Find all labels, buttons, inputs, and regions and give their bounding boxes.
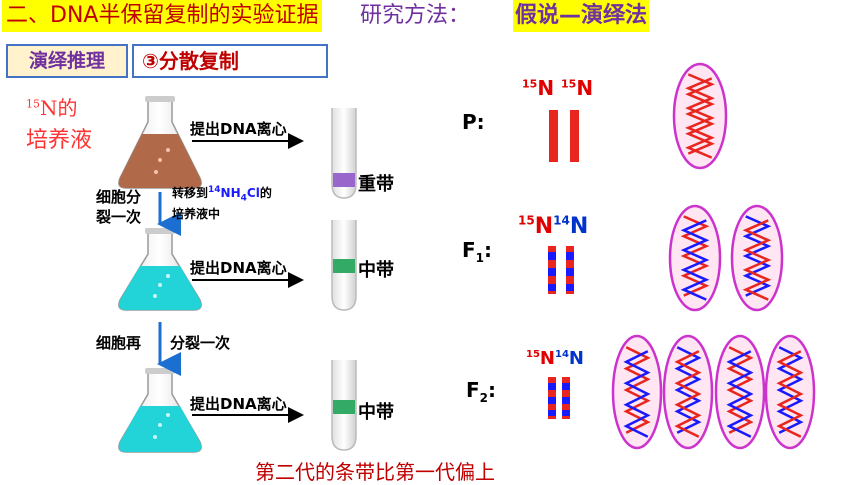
dna-strand (742, 219, 772, 301)
band-heavy-label: 重带 (358, 174, 394, 195)
method-value: 假说—演绎法 (513, 0, 650, 32)
cell-f2-c (714, 334, 766, 450)
test-tube-2 (331, 220, 357, 311)
dna-strand (674, 350, 702, 438)
dna-bars-f2 (548, 377, 570, 419)
flask-14n-b (118, 368, 202, 453)
dna-strand (776, 350, 804, 438)
centrifuge-label-1: 提出DNA离心 (190, 120, 287, 138)
reasoning-tag: 演绎推理 (6, 44, 128, 78)
dna-strand (623, 350, 651, 438)
gen-p-label: P: (462, 110, 485, 134)
dna-bars-f1 (548, 246, 574, 294)
dna-strand (680, 219, 710, 301)
page-title: 二、DNA半保留复制的实验证据 (2, 0, 323, 32)
flask-14n-a (118, 228, 202, 311)
hypothesis-tag: ③分散复制 (132, 44, 328, 78)
method-label: 研究方法： (360, 3, 471, 28)
centrifuge-label-3: 提出DNA离心 (190, 395, 287, 413)
dna-strand (726, 350, 754, 438)
cell-p (672, 62, 728, 170)
dna-cells (611, 62, 816, 450)
cell-f2-a (611, 334, 663, 450)
cell-f2-b (662, 334, 714, 450)
isotope-f2: 15N14N (526, 348, 584, 369)
medium-line1: 15N的 (26, 96, 78, 120)
conclusion-text: 第二代的条带比第一代偏上 (255, 460, 495, 484)
divide-again-label-a: 细胞再 (96, 334, 142, 352)
dna-bars-p (549, 110, 579, 162)
cell-f1-a (668, 204, 722, 312)
divide-label-1a: 细胞分 (96, 188, 142, 206)
band-middle-label-2: 中带 (358, 402, 394, 423)
test-tube-3 (331, 360, 357, 451)
transfer-label-2: 培养液中 (172, 207, 221, 221)
divide-label-1b: 裂一次 (96, 208, 142, 226)
centrifuge-label-2: 提出DNA离心 (190, 259, 287, 277)
transfer-label-1: 转移到14NH4Cl的 (172, 185, 272, 204)
isotope-p: 15N 15N (522, 76, 594, 100)
divide-again-label-b: 分裂一次 (170, 334, 231, 352)
isotope-f1: 15N14N (518, 214, 589, 240)
flask-15n (118, 96, 202, 189)
gen-f1-label: F1: (462, 238, 493, 265)
cell-f1-b (730, 204, 784, 312)
dna-strand (685, 77, 715, 159)
medium-line2: 培养液 (26, 128, 93, 153)
band-middle-label-1: 中带 (358, 260, 394, 281)
cell-f2-d (764, 334, 816, 450)
test-tube-1 (331, 108, 357, 199)
gen-f2-label: F2: (466, 378, 497, 405)
